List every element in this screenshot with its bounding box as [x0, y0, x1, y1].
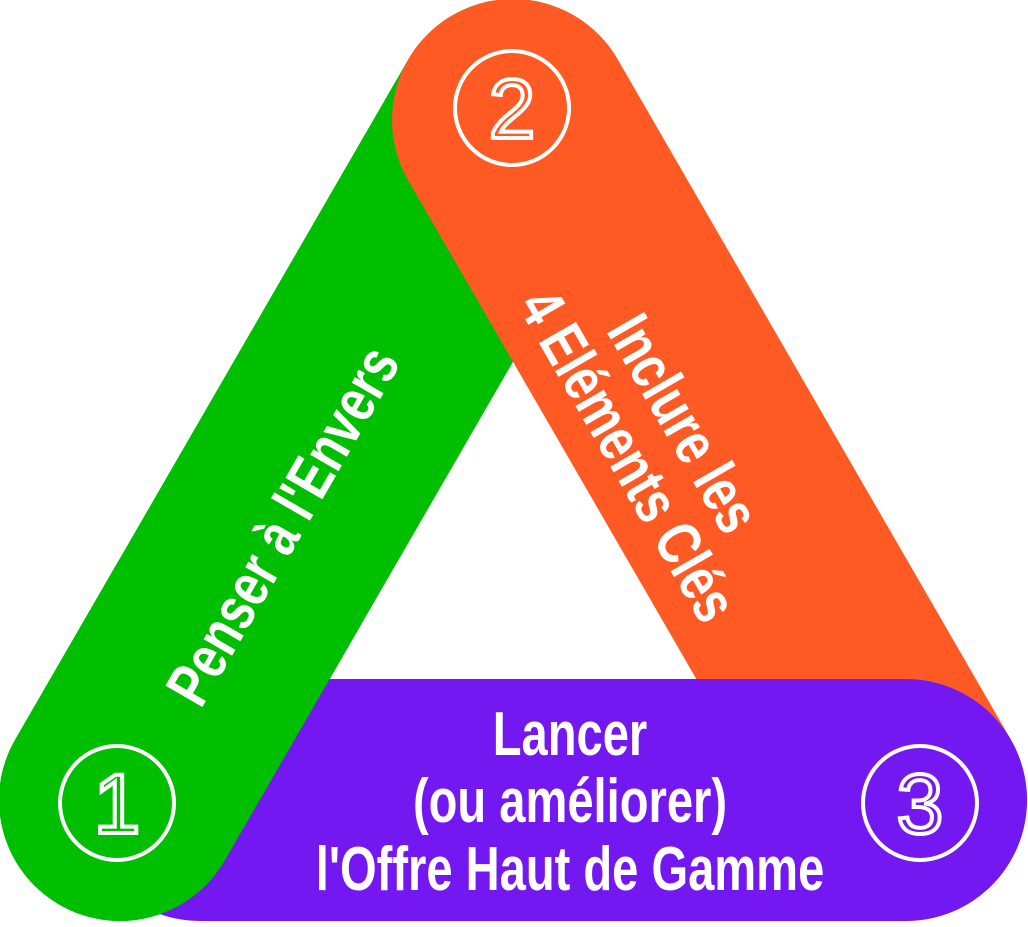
step3-label-line3: l'Offre Haut de Gamme	[316, 834, 825, 904]
step3-label-line1: Lancer	[493, 699, 647, 769]
step1-circle	[58, 744, 176, 862]
step2-circle	[453, 49, 571, 167]
step1-number: 1	[94, 757, 141, 851]
step2-number: 2	[489, 62, 536, 156]
step3-label-line2: (ou améliorer)	[413, 766, 727, 836]
step2-badge: 2	[453, 49, 571, 167]
step3-circle	[861, 744, 979, 862]
step1-band-overlap	[0, 560, 360, 921]
step3-number: 3	[897, 757, 944, 851]
step1-badge: 1	[58, 744, 176, 862]
step3-badge: 3	[861, 744, 979, 862]
